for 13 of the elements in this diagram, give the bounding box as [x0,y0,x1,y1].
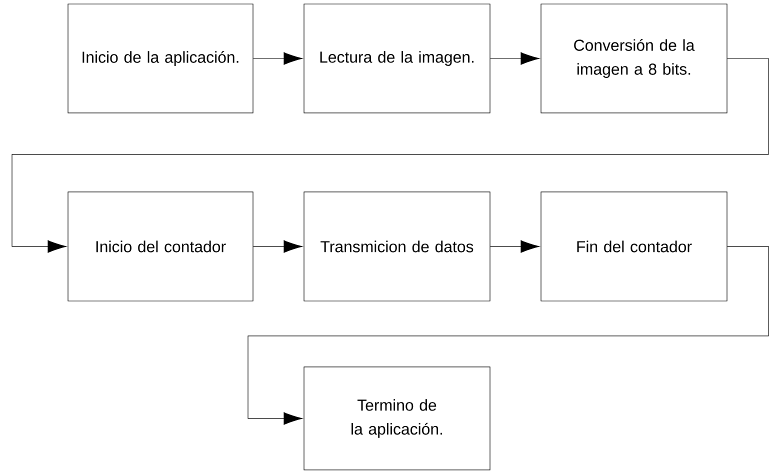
process-box: Fin del contador [540,192,728,302]
arrow [490,240,540,253]
process-box: Inicio del contador [68,192,254,302]
arrow [490,52,540,65]
arrow [248,246,769,425]
process-box: Transmicion de datos [304,192,490,302]
process-box: Lectura de la imagen. [304,4,490,114]
arrow [12,58,769,253]
arrow [253,240,303,253]
process-box: Inicio de la aplicación. [68,4,254,114]
process-box: Conversión de la imagen a 8 bits. [540,4,728,114]
process-box: Termino de la aplicación. [304,366,490,470]
arrow [253,52,303,65]
